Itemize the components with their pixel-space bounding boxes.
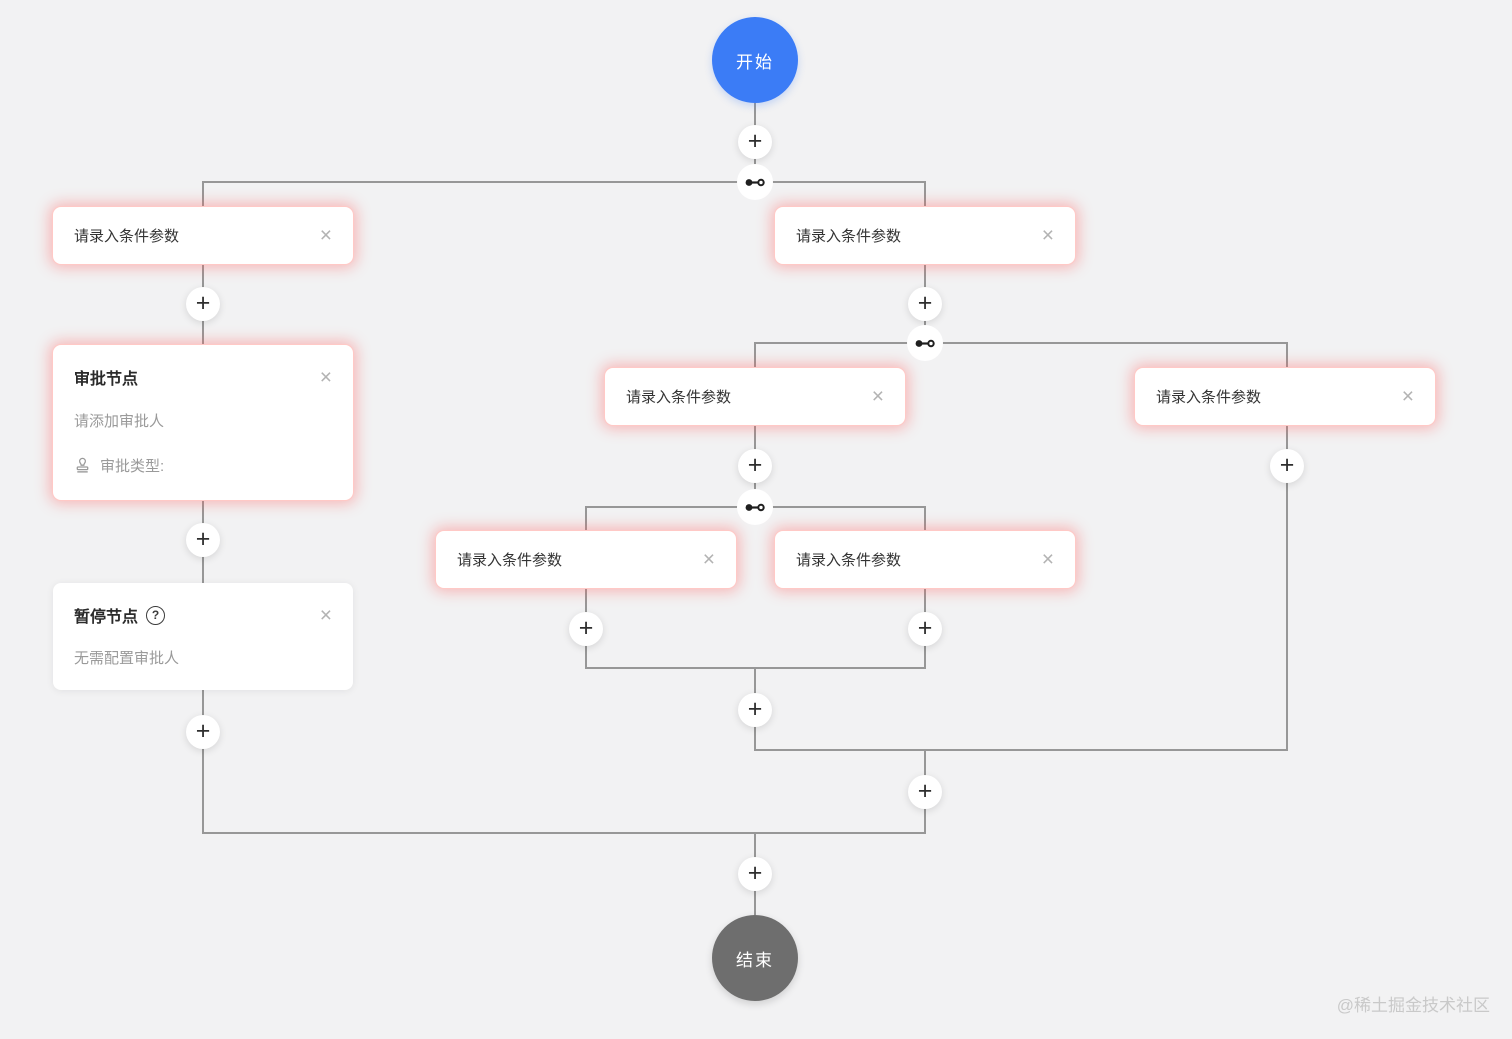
plus-icon: + [747, 450, 763, 479]
plus-icon: + [578, 613, 594, 642]
help-glyph: ? [151, 608, 160, 622]
plus-icon: + [917, 288, 933, 317]
add-branch-button[interactable] [907, 325, 943, 361]
pause-node[interactable]: 暂停节点 ? × 无需配置审批人 [53, 583, 353, 690]
condition-node-label: 请录入条件参数 [796, 228, 902, 245]
flow-line [924, 181, 926, 207]
add-node-button[interactable]: + [908, 612, 942, 646]
condition-node[interactable]: 请录入条件参数 × [53, 207, 353, 264]
flow-line [585, 506, 587, 531]
close-icon[interactable]: × [1401, 385, 1414, 408]
add-node-button[interactable]: + [738, 449, 772, 483]
condition-node[interactable]: 请录入条件参数 × [436, 531, 736, 588]
add-branch-button[interactable] [737, 489, 773, 525]
condition-node[interactable]: 请录入条件参数 × [775, 207, 1075, 264]
condition-node-label: 请录入条件参数 [1156, 389, 1262, 406]
add-branch-button[interactable] [737, 164, 773, 200]
branch-connector-icon [745, 503, 765, 511]
flow-line [754, 342, 1288, 344]
condition-node-label: 请录入条件参数 [626, 389, 732, 406]
start-node-label: 开始 [736, 52, 774, 72]
plus-icon: + [747, 694, 763, 723]
flow-line [202, 832, 926, 834]
add-node-button[interactable]: + [908, 775, 942, 809]
close-icon[interactable]: × [319, 224, 332, 247]
flow-line [202, 690, 204, 834]
add-node-button[interactable]: + [1270, 449, 1304, 483]
plus-icon: + [917, 613, 933, 642]
condition-node-label: 请录入条件参数 [457, 552, 563, 569]
condition-node[interactable]: 请录入条件参数 × [1135, 368, 1435, 425]
flow-line [1286, 342, 1288, 368]
close-icon[interactable]: × [1041, 548, 1054, 571]
approval-type-label: 审批类型: [100, 457, 165, 475]
plus-icon: + [1279, 450, 1295, 479]
approval-node-title: 审批节点 [74, 371, 139, 388]
close-icon[interactable]: × [319, 603, 332, 627]
condition-node-label: 请录入条件参数 [796, 552, 902, 569]
help-icon[interactable]: ? [146, 605, 166, 625]
add-node-button[interactable]: + [186, 287, 220, 321]
flow-line [754, 749, 1288, 751]
branch-connector-icon [915, 339, 935, 347]
end-node-label: 结束 [736, 950, 774, 970]
plus-icon: + [195, 716, 211, 745]
plus-icon: + [195, 288, 211, 317]
branch-connector-icon [745, 178, 765, 186]
flow-line [202, 181, 204, 207]
end-node[interactable]: 结束 [712, 915, 798, 1001]
approval-assignee-hint: 请添加审批人 [74, 413, 165, 430]
flow-line [1286, 425, 1288, 751]
pause-node-title: 暂停节点 [74, 609, 139, 626]
condition-node-label: 请录入条件参数 [74, 228, 180, 245]
close-icon[interactable]: × [319, 365, 332, 389]
close-icon[interactable]: × [1041, 224, 1054, 247]
condition-node[interactable]: 请录入条件参数 × [605, 368, 905, 425]
add-node-button[interactable]: + [186, 523, 220, 557]
flow-line [202, 181, 925, 183]
stamp-icon [76, 457, 89, 473]
watermark: @稀土掘金技术社区 [1336, 996, 1490, 1015]
plus-icon: + [195, 524, 211, 553]
approval-node[interactable]: 审批节点 × 请添加审批人 审批类型: [53, 345, 353, 500]
flow-line [754, 342, 756, 368]
add-node-button[interactable]: + [569, 612, 603, 646]
add-node-button[interactable]: + [908, 287, 942, 321]
condition-node[interactable]: 请录入条件参数 × [775, 531, 1075, 588]
flow-line [924, 506, 926, 531]
add-node-button[interactable]: + [738, 125, 772, 159]
add-node-button[interactable]: + [738, 857, 772, 891]
close-icon[interactable]: × [702, 548, 715, 571]
plus-icon: + [747, 126, 763, 155]
plus-icon: + [747, 858, 763, 887]
add-node-button[interactable]: + [738, 693, 772, 727]
plus-icon: + [917, 776, 933, 805]
pause-node-hint: 无需配置审批人 [74, 650, 180, 667]
add-node-button[interactable]: + [186, 715, 220, 749]
close-icon[interactable]: × [871, 385, 884, 408]
start-node[interactable]: 开始 [712, 17, 798, 103]
